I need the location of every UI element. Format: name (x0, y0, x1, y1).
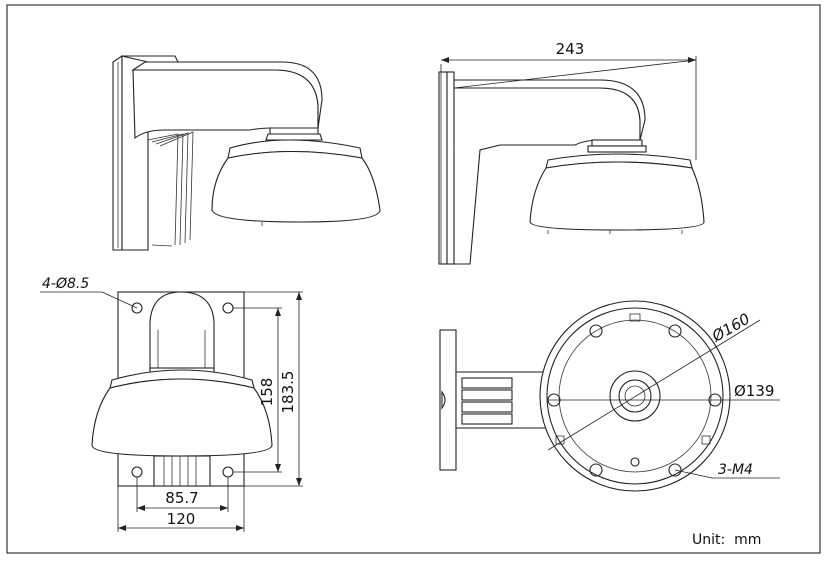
sheet-border (6, 4, 821, 554)
front-view (40, 291, 303, 532)
dim-85-7: 85.7 (165, 489, 198, 507)
dim-3-m4: 3-M4 (718, 462, 753, 478)
perspective-view (112, 54, 381, 251)
dim-4-holes: 4-Ø8.5 (42, 276, 89, 292)
dim-183-5: 183.5 (279, 371, 297, 414)
side-view (438, 56, 705, 265)
dim-158: 158 (258, 378, 276, 407)
unit-label: Unit: mm (692, 532, 761, 548)
dim-dia-139: Ø139 (734, 382, 774, 400)
dim-dia-160: Ø160 (708, 310, 753, 346)
bottom-view (439, 300, 780, 492)
dim-243: 243 (556, 40, 585, 58)
dim-120: 120 (167, 510, 196, 528)
